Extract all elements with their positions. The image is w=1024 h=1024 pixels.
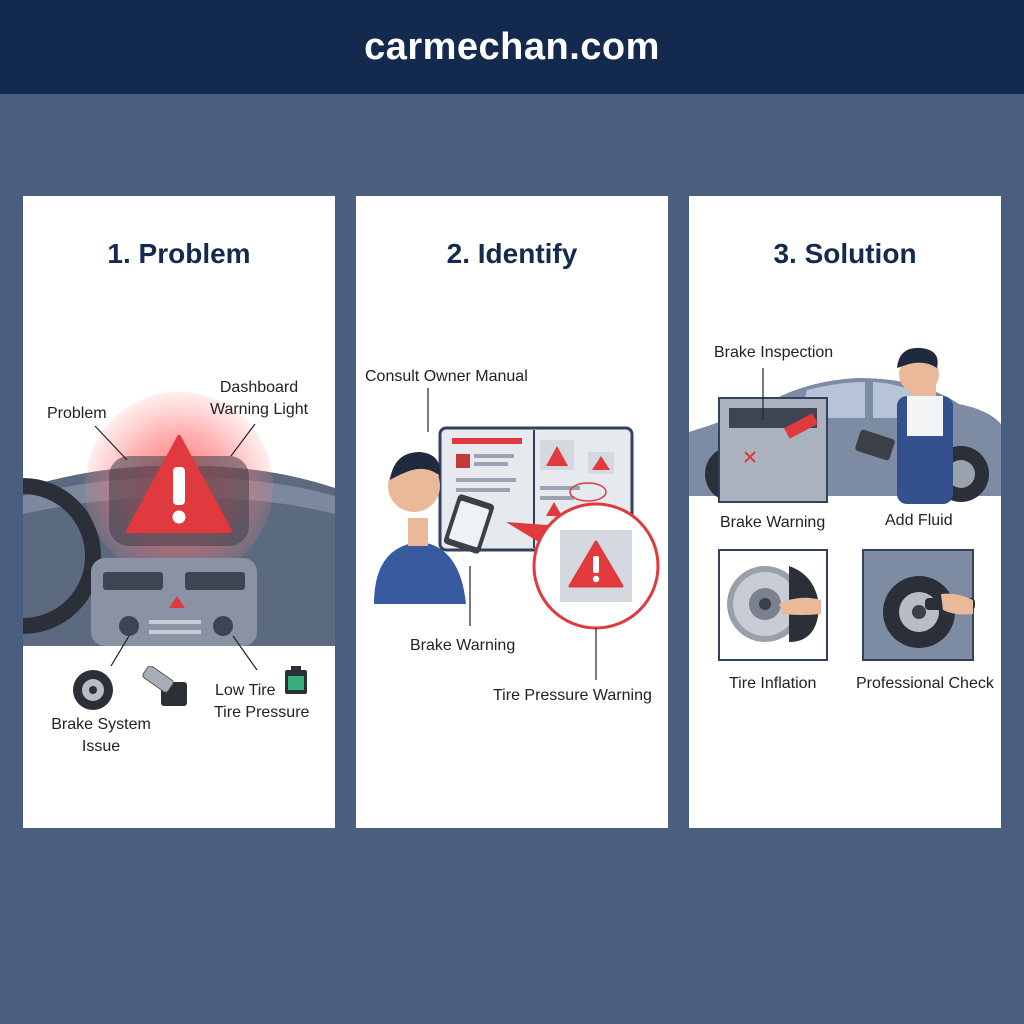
label-problem: Problem [47,405,107,422]
panel-title-identify: 2. Identify [446,238,578,269]
panel-title-solution: 3. Solution [773,238,917,269]
label-add-fluid: Add Fluid [885,512,953,529]
warning-triangle-icon [126,435,232,533]
label-tire-inflation: Tire Inflation [729,675,817,692]
panel-problem: 1. Problem [23,196,335,828]
tire-icon [73,670,113,710]
label-brake-warning: Brake Warning [720,514,826,531]
panel-identify: 2. Identify [356,196,668,828]
brake-pedal-icon [142,666,187,706]
site-header: carmechan.com [0,0,1024,94]
warning-triangle-icon [568,540,624,588]
label-brake-1: Brake System [51,716,151,733]
solution-illustration [689,347,1001,661]
site-title[interactable]: carmechan.com [364,25,660,68]
label-low-tire: Low Tire [215,682,276,699]
label-brake-inspection: Brake Inspection [714,344,834,361]
panel-title-problem: 1. Problem [107,238,251,269]
manual-illustration [374,388,660,680]
label-brake-2: Issue [81,738,121,755]
label-consult: Consult Owner Manual [365,368,528,385]
label-brake-warning: Brake Warning [410,637,516,654]
battery-gauge-icon [285,666,307,694]
label-tire-pressure: Tire Pressure [214,704,310,721]
label-tire-pressure-warning: Tire Pressure Warning [493,687,652,704]
label-dashboard-2: Warning Light [209,401,309,418]
panel-solution: 3. Solution [689,196,1001,828]
label-professional-check: Professional Check [856,675,994,692]
label-dashboard-1: Dashboard [219,379,299,396]
